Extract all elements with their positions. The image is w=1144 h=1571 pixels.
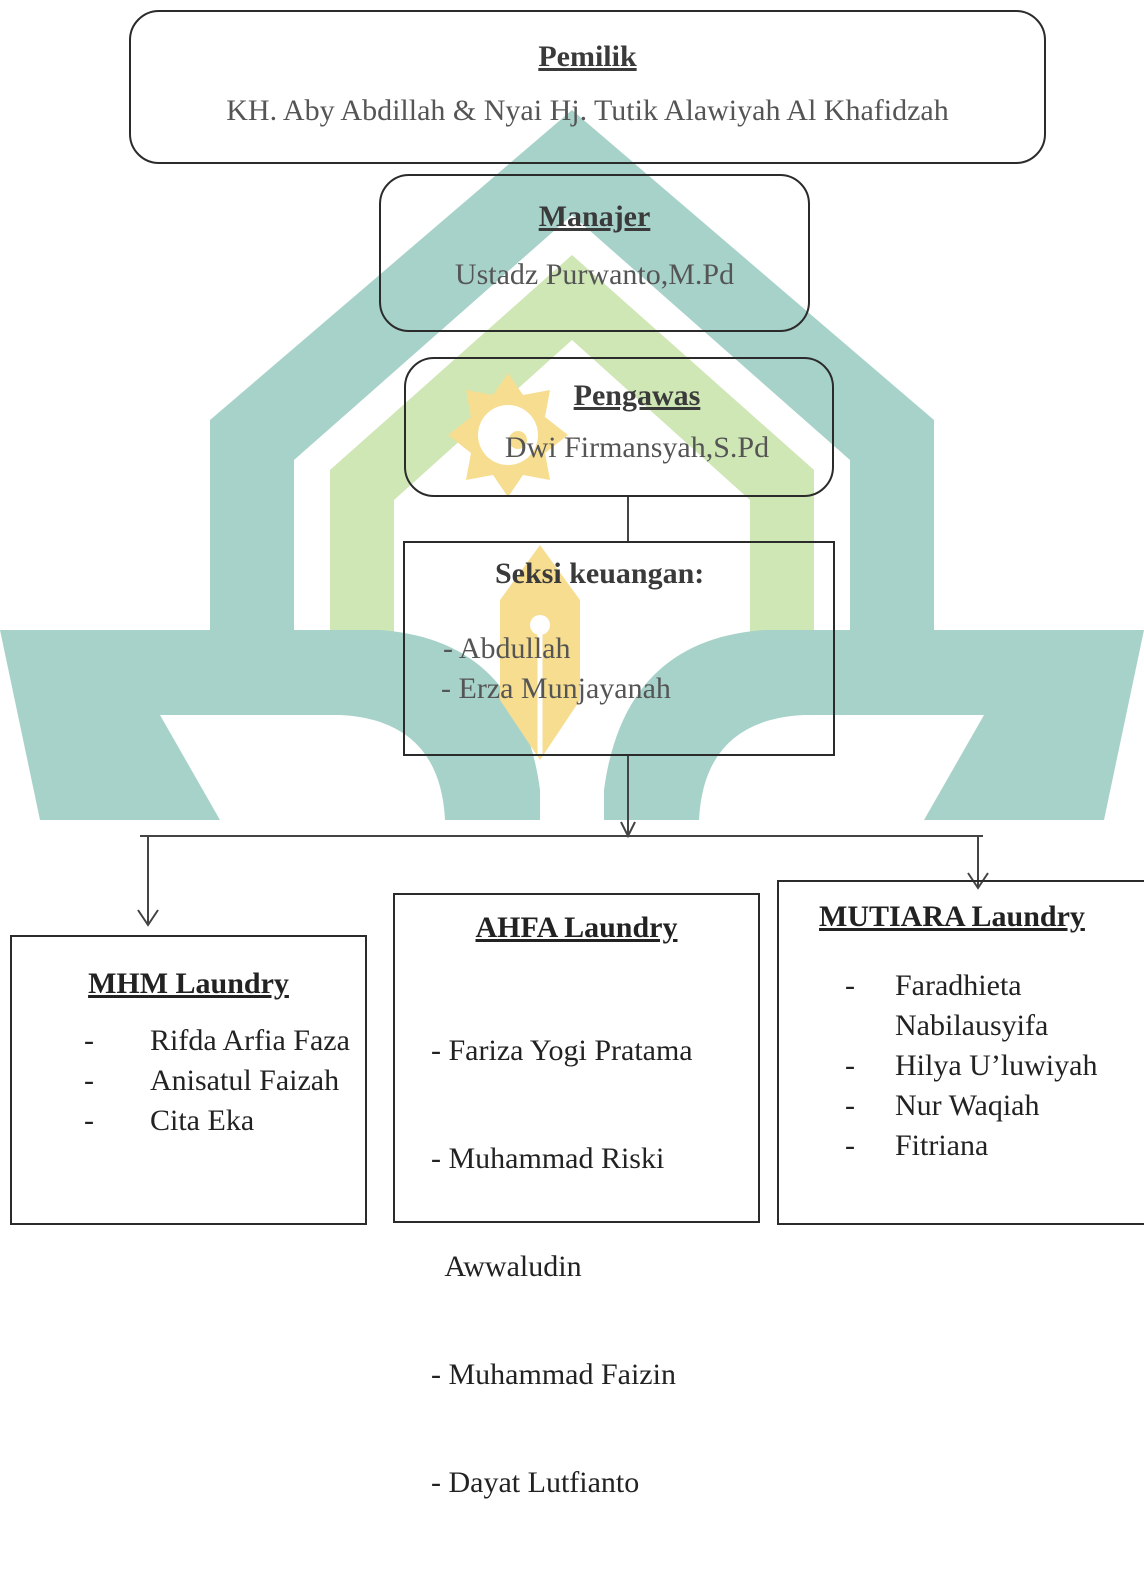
owner-box: Pemilik KH. Aby Abdillah & Nyai Hj. Tuti… [129,10,1046,164]
watermark-logo [0,110,1144,820]
unit-member: - Fariza Yogi Pratama [431,1034,693,1067]
unit-members: - Faradhieta Nabilausyifa - Hilya U’luwiya… [779,966,1144,1166]
unit-member: Nabilausyifa [845,1006,1144,1046]
unit-member: - Hilya U’luwiyah [845,1046,1144,1086]
unit-title: MHM Laundry [88,967,289,1000]
dash: - [845,1049,855,1082]
arrowhead-mhm [137,909,159,927]
supervisor-box: Pengawas Dwi Firmansyah,S.Pd [404,357,834,497]
unit-title: AHFA Laundry [475,911,678,944]
unit-member: - Cita Eka [84,1101,365,1141]
dash: - [84,1104,94,1137]
supervisor-title: Pengawas [573,379,701,412]
unit-box-ahfa: AHFA Laundry - Fariza Yogi Pratama - Muh… [393,893,760,1499]
supervisor-name: Dwi Firmansyah,S.Pd [504,431,770,464]
manager-name: Ustadz Purwanto,M.Pd [454,258,735,291]
dash: - [84,1064,94,1097]
member-name: Hilya U’luwiyah [895,1049,1098,1082]
finance-title: Seksi keuangan: [495,557,705,590]
member-name: Nabilausyifa [895,1009,1049,1042]
unit-member: - Dayat Lutfianto [431,1466,640,1499]
dash: - [845,1089,855,1122]
arrowhead-mutiara [967,872,989,890]
unit-member: - Nur Waqiah [845,1086,1144,1126]
unit-member: - Faradhieta [845,966,1144,1006]
manager-box: Manajer Ustadz Purwanto,M.Pd [379,174,810,332]
unit-box-mutiara: MUTIARA Laundry - Faradhieta Nabilausyifa… [777,880,1144,1225]
unit-member: - Rifda Arfia Faza [84,1021,365,1061]
finance-member: - Erza Munjayanah [441,672,671,705]
unit-member: Awwaludin [431,1250,582,1283]
owner-title: Pemilik [538,40,637,73]
unit-member: - Muhammad Riski [431,1142,665,1175]
unit-member: - Muhammad Faizin [431,1358,676,1391]
member-name: Fitriana [895,1129,989,1162]
member-name: Faradhieta [895,969,1022,1002]
unit-box-mhm: MHM Laundry - Rifda Arfia Faza - Anisatul … [10,935,367,1225]
finance-members: - Abdullah - Erza Munjayanah [405,629,833,709]
dash: - [845,1129,855,1162]
unit-members: - Rifda Arfia Faza - Anisatul Faizah - Cita… [12,1021,365,1141]
dash: - [84,1024,94,1057]
unit-members: - Fariza Yogi Pratama - Muhammad Riski A… [395,963,758,1571]
member-name: Anisatul Faizah [150,1064,340,1097]
unit-member: - Fitriana [845,1126,1144,1166]
unit-member: - Anisatul Faizah [84,1061,365,1101]
connector-lines [137,497,989,927]
member-name: Cita Eka [150,1104,255,1137]
manager-title: Manajer [538,200,651,233]
member-name: Rifda Arfia Faza [150,1024,350,1057]
finance-box: Seksi keuangan: - Abdullah - Erza Munjay… [403,541,835,756]
dash: - [845,969,855,1002]
unit-title: MUTIARA Laundry [819,900,1085,933]
owner-name: KH. Aby Abdillah & Nyai Hj. Tutik Alawiy… [226,94,949,127]
member-name: Nur Waqiah [895,1089,1040,1122]
finance-member: - Abdullah [443,632,571,665]
